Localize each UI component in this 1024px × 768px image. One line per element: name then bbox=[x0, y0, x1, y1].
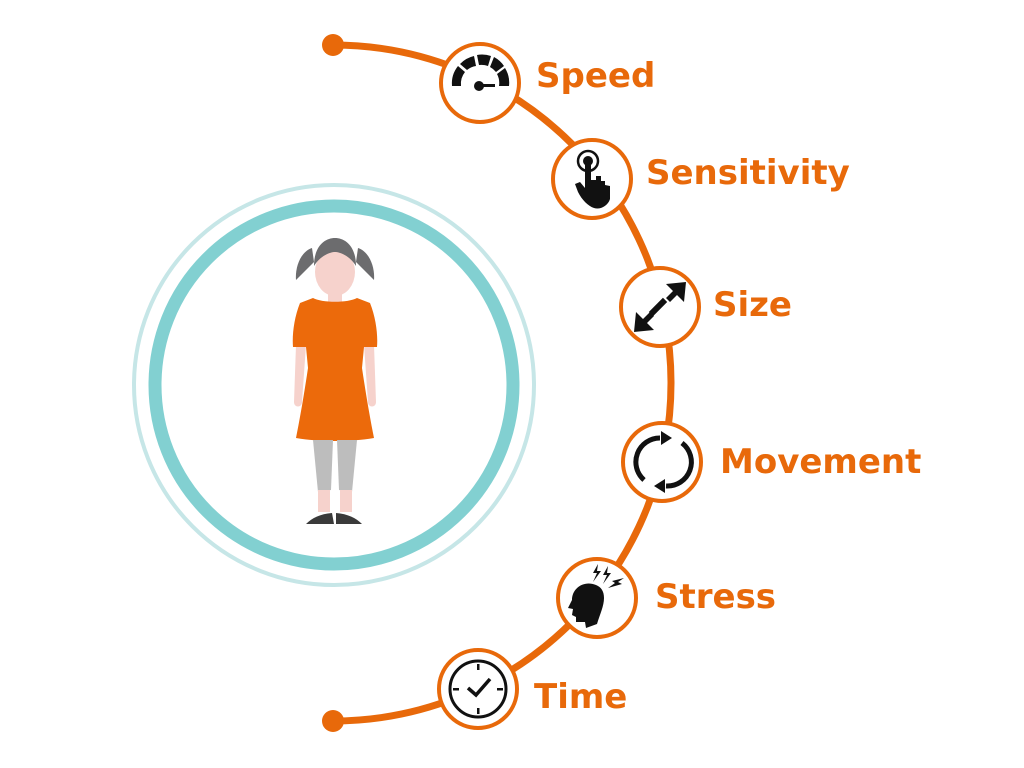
factor-label-movement: Movement bbox=[720, 442, 922, 482]
factor-label-size: Size bbox=[713, 285, 792, 325]
factor-label-stress: Stress bbox=[655, 577, 777, 617]
outer-ring bbox=[132, 183, 536, 587]
arc-end-dot bbox=[322, 710, 344, 732]
movement-node bbox=[621, 421, 703, 503]
girl-figure bbox=[292, 238, 378, 524]
time-node bbox=[437, 648, 519, 730]
inner-ring bbox=[148, 199, 520, 571]
stressed-head-icon bbox=[568, 564, 624, 628]
arc-start-dot bbox=[322, 34, 344, 56]
size-node bbox=[619, 266, 701, 348]
factor-label-sensitivity: Sensitivity bbox=[646, 153, 850, 193]
refresh-cycle-icon bbox=[633, 431, 694, 493]
clock-icon bbox=[448, 659, 508, 719]
speed-node bbox=[439, 42, 521, 124]
sensitivity-node bbox=[551, 138, 633, 220]
factor-label-time: Time bbox=[534, 677, 628, 717]
speedometer-icon bbox=[451, 54, 510, 91]
touch-hand-icon bbox=[575, 149, 610, 209]
resize-arrows-icon bbox=[634, 282, 686, 332]
factor-label-speed: Speed bbox=[536, 56, 656, 96]
stress-node bbox=[556, 557, 638, 639]
